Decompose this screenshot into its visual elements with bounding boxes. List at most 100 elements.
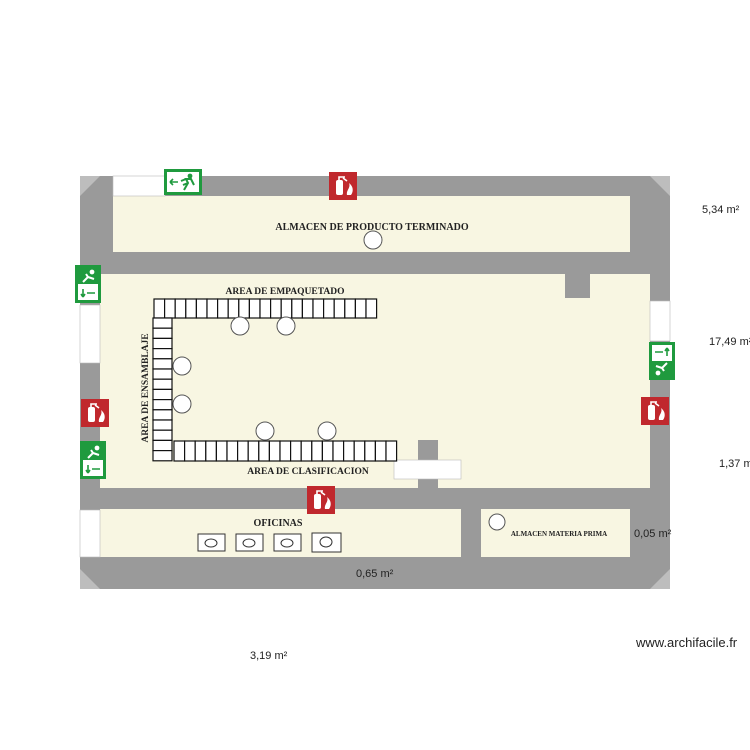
workstation [172,394,192,414]
wall-corner [80,176,100,196]
sorting-conveyor [173,440,398,462]
area-label: 0,65 m² [356,568,394,580]
conveyor-cell [152,439,173,452]
conveyor-cell [152,399,173,411]
conveyor-cell [152,388,173,401]
workstation [488,513,506,531]
conveyor-cell [152,368,173,380]
conveyor-cell [290,440,302,462]
area-label: 0,05 m² [634,528,672,540]
conveyor-cell [321,440,334,462]
conveyor-cell [152,419,173,431]
conveyor-cell [364,440,376,462]
conveyor-cell [291,298,303,319]
workstation [255,421,275,441]
workstation [276,316,296,336]
door-opening [79,304,101,364]
conveyor-cell [152,317,173,329]
conveyor-cell [268,440,281,462]
conveyor-cell [227,298,240,319]
conveyor-cell [153,298,166,319]
conveyor-cell [152,327,173,340]
fire-extinguisher-icon [329,172,357,200]
conveyor-cell [152,450,173,462]
watermark: www.archifacile.fr [636,635,738,650]
desk [197,533,226,552]
room-label-finished-goods: ALMACEN DE PRODUCTO TERMINADO [275,222,468,233]
conveyor-cell [259,298,272,319]
door-opening [79,509,101,558]
conveyor-cell [365,298,378,319]
area-label: 17,49 m² [709,336,750,348]
conveyor-cell [152,409,173,421]
room-label-assembly: AREA DE ENSAMBLAJE [141,333,151,442]
workstation [317,421,337,441]
conveyor-cell [152,429,173,442]
door-opening [112,175,166,197]
conveyor-cell [152,358,173,370]
wall-corner [650,569,670,589]
conveyor-cell [238,298,251,319]
conveyor-cell [205,440,218,462]
conveyor-cell [184,440,196,462]
workstations [172,230,506,531]
area-label: 1,37 m² [719,458,750,470]
conveyor-cell [332,440,345,462]
conveyor-cell [194,440,207,462]
wall-corner [650,176,670,196]
conveyor-cell [195,298,208,319]
conveyor-cell [312,298,325,319]
conveyor-cell [374,440,387,462]
emergency-exit-icon [164,169,202,195]
conveyor-cell [343,440,355,462]
assembly-conveyor [152,317,173,462]
conveyor-cell [185,298,198,319]
conveyor-cell [248,298,261,319]
conveyor-cell [270,298,282,319]
area-label: 3,19 m² [250,650,288,662]
desk [235,533,264,552]
emergency-exit-icon [80,441,106,479]
conveyor-cell [237,440,249,462]
raw-material-floor [481,509,630,557]
door-opening [393,459,462,480]
conveyor-cell [344,298,356,319]
room-label-raw-material: ALMACEN MATERIA PRIMA [511,530,607,538]
room-label-offices: OFICINAS [254,518,303,529]
conveyor-cell [385,440,398,462]
fire-extinguisher-icon [81,399,109,427]
desk [273,533,302,552]
fire-extinguisher-icon [641,397,669,425]
conveyor-cell [173,440,186,462]
desk [311,532,342,553]
workstation [363,230,383,250]
area-label: 5,34 m² [702,204,740,216]
conveyor-cell [215,440,228,462]
conveyor-cell [333,298,346,319]
conveyor-cell [301,298,314,319]
conveyor-cell [152,348,173,360]
room-label-packing: AREA DE EMPAQUETADO [226,287,345,297]
conveyor-cell [226,440,239,462]
conveyor-cell [311,440,323,462]
workstation [230,316,250,336]
wall-corner [80,569,100,589]
packing-conveyor [153,298,378,319]
room-label-sorting: AREA DE CLASIFICACION [247,467,369,477]
office-desks [197,532,342,553]
conveyor-cell [152,337,173,350]
conveyor-cell [258,440,270,462]
conveyor-cell [206,298,219,319]
fire-extinguisher-icon [307,486,335,514]
conveyor-cell [353,440,366,462]
conveyor-cell [280,298,293,319]
conveyor-cell [354,298,367,319]
conveyor-cell [174,298,187,319]
conveyor-cell [152,378,173,391]
conveyor-cell [217,298,229,319]
conveyor-cell [247,440,260,462]
workstation [172,356,192,376]
emergency-exit-icon [75,265,101,303]
conveyor-cell [323,298,335,319]
